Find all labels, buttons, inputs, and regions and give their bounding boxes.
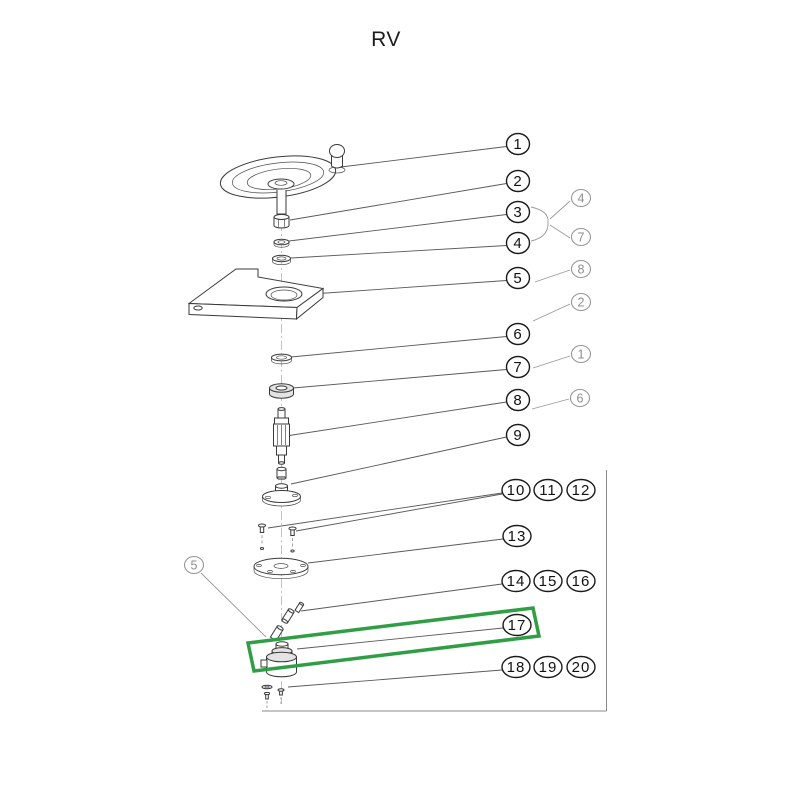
set-pin [281,608,295,624]
svg-text:3: 3 [513,204,522,221]
svg-text:20: 20 [572,659,591,676]
svg-text:5: 5 [513,270,522,287]
leader-lines [200,146,571,688]
svg-text:11: 11 [539,482,557,499]
svg-text:1: 1 [513,136,522,153]
callout-7: 7 [505,355,531,379]
callout-4: 4 [505,231,531,255]
svg-text:9: 9 [513,427,522,444]
svg-text:6: 6 [577,392,584,406]
svg-text:8: 8 [513,392,522,409]
hex-nut [273,214,290,229]
callout-1: 1 [505,132,531,156]
svg-text:4: 4 [578,192,585,206]
mounting-bracket [187,268,325,321]
screw-left [257,523,267,550]
spring-washer [272,254,291,266]
svg-text:2: 2 [513,173,522,190]
highlight-box [245,606,542,673]
ref-callout-5: 5 [183,555,205,575]
coupler [276,466,287,481]
ref-callout-1: 1 [570,344,592,364]
callout-16: 16 [566,569,596,593]
svg-text:7: 7 [578,231,585,245]
callout-3: 3 [505,200,531,224]
main-callouts: 1 2 3 4 5 6 7 8 9 10 11 12 13 14 15 16 1… [501,132,596,679]
ref-callout-2: 2 [570,292,592,312]
svg-text:12: 12 [572,482,591,499]
svg-text:14: 14 [507,573,526,590]
svg-text:17: 17 [508,617,527,634]
washer-large [271,353,292,365]
svg-text:8: 8 [578,263,585,277]
callout-12: 12 [566,478,596,502]
svg-text:13: 13 [508,528,527,545]
reference-callouts: 4 7 8 2 1 6 5 [183,188,592,575]
handle-knob [328,144,346,174]
svg-text:4: 4 [513,235,522,252]
ref-callout-8: 8 [570,259,592,279]
washer-small [273,238,290,248]
page-title: RV [371,28,401,51]
set-pin-small [294,601,305,614]
shaft [273,407,290,465]
ref-callout-7: 7 [570,227,592,247]
svg-text:7: 7 [513,359,522,376]
svg-text:19: 19 [539,659,558,676]
svg-text:1: 1 [578,348,585,362]
bearing-ring [269,383,294,399]
callout-6: 6 [505,322,531,346]
callout-20: 20 [566,655,596,679]
svg-text:2: 2 [578,296,585,310]
callout-5: 5 [505,266,531,290]
svg-text:10: 10 [507,482,526,499]
svg-text:5: 5 [191,559,198,573]
ref-callout-6: 6 [569,388,591,408]
svg-text:15: 15 [539,573,558,590]
callout-14: 14 [501,569,531,593]
callout-19: 19 [533,655,563,679]
flange [262,483,301,507]
callout-8: 8 [505,388,531,412]
callout-15: 15 [533,569,563,593]
callout-10: 10 [501,478,531,502]
callout-2: 2 [505,169,531,193]
svg-text:6: 6 [513,326,522,343]
ref-callout-4: 4 [570,188,592,208]
hub-stem [276,190,287,215]
svg-text:16: 16 [572,573,591,590]
base-plate [253,557,309,580]
group-frame [262,470,607,712]
bottom-fasteners [261,684,285,708]
callout-13: 13 [502,524,532,548]
screw-right [288,526,297,553]
callout-18: 18 [501,655,531,679]
handwheel [219,144,346,215]
svg-text:18: 18 [507,659,526,676]
callout-9: 9 [505,423,531,447]
callout-11: 11 [533,478,563,502]
callout-17: 17 [502,613,532,637]
